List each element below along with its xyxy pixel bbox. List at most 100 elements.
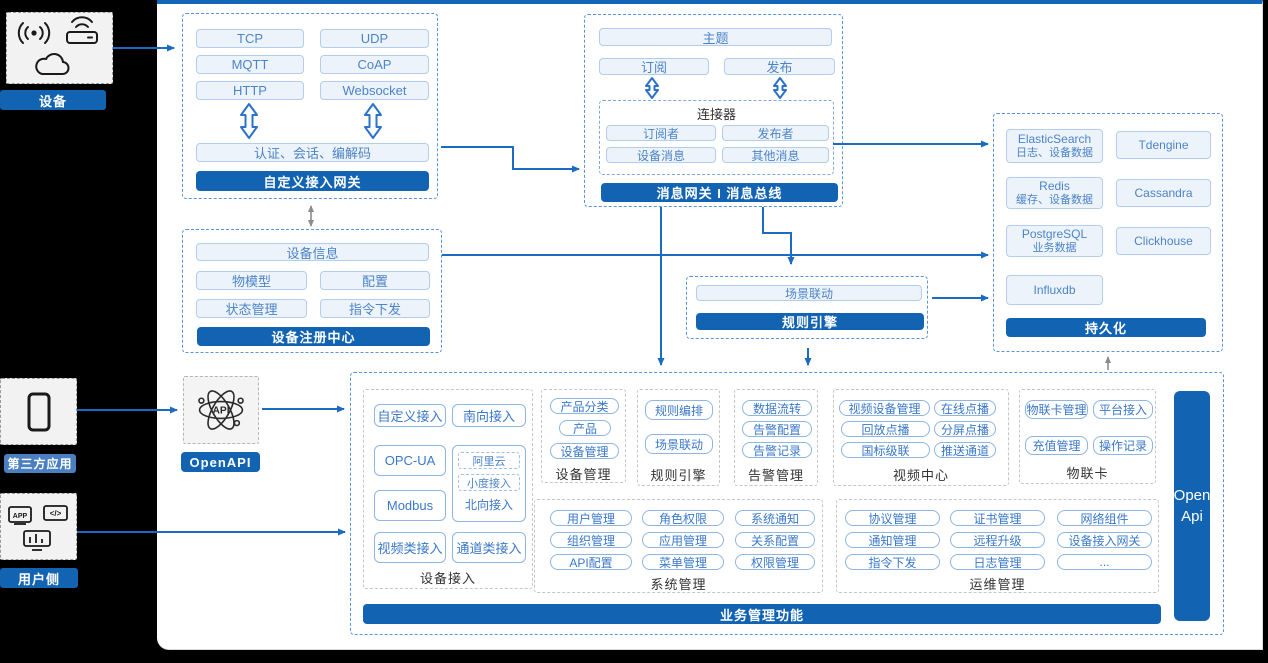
group-alarm-label: 告警管理	[747, 468, 804, 483]
group-video: 视频设备管理 在线点播 回放点播 分屏点播 国标级联 推送通道 视频中心	[833, 389, 1009, 486]
group-rule-engine: 规则编排 场景联动 规则引擎	[637, 389, 720, 486]
persistence-title-bar: 持久化	[1006, 318, 1206, 337]
device-icons-box	[6, 12, 113, 84]
business-container: 自定义接入 南向接入 OPC-UA 阿里云 小度接入 北向接入 Modbus 视…	[350, 372, 1224, 635]
dm-device-mgmt: 设备管理	[550, 443, 619, 459]
sys-perm-mgmt: 权限管理	[735, 554, 815, 570]
publisher-box: 发布者	[722, 125, 829, 141]
app-window-icon	[7, 505, 32, 523]
chart-monitor-icon	[22, 529, 51, 547]
device-label: 设备	[0, 90, 106, 110]
config-box: 配置	[320, 271, 430, 290]
video-online-play: 在线点播	[934, 400, 996, 416]
access-opcua: OPC-UA	[374, 445, 446, 476]
user-side-icons: APP </>	[7, 504, 68, 551]
device-registry-container: 设备信息 物模型 配置 状态管理 指令下发 设备注册中心	[182, 229, 442, 353]
openapi-icon-box: API	[183, 376, 259, 444]
auth-session-codec-box: 认证、会话、编解码	[196, 143, 429, 162]
group-device-access-label: 设备接入	[419, 571, 476, 586]
access-northbound-label: 北向接入	[464, 498, 513, 512]
third-party-label: 第三方应用	[4, 454, 76, 473]
other-message-box: 其他消息	[722, 147, 829, 163]
group-system: 用户管理 角色权限 系统通知 组织管理 应用管理 关系配置 API配置 菜单管理…	[534, 499, 823, 593]
sys-user-mgmt: 用户管理	[550, 510, 632, 526]
cloud-icon	[34, 53, 69, 75]
alarm-config: 告警配置	[742, 421, 812, 437]
iot-card-mgmt: 物联卡管理	[1025, 400, 1088, 419]
protocol-mqtt: MQTT	[196, 55, 304, 74]
group-iot-card-label: 物联卡	[1066, 466, 1109, 481]
router-icon	[65, 31, 98, 44]
re-orchestration: 规则编排	[645, 400, 713, 420]
ops-log-mgmt: 日志管理	[950, 554, 1045, 570]
store-influxdb: Influxdb	[1006, 275, 1103, 305]
openapi-label: OpenAPI	[181, 452, 260, 472]
group-system-label: 系统管理	[650, 577, 707, 592]
scene-linkage-box: 场景联动	[696, 285, 922, 301]
svg-text:API: API	[212, 406, 229, 417]
rule-engine-container: 场景联动 规则引擎	[686, 276, 928, 339]
access-southbound: 南向接入	[452, 404, 526, 427]
protocol-udp: UDP	[320, 29, 429, 48]
group-alarm: 数据流转 告警配置 告警记录 告警管理	[734, 389, 818, 486]
group-rule-engine-label: 规则引擎	[650, 468, 707, 483]
video-gb-cascade: 国标级联	[841, 442, 930, 458]
protocol-websocket: Websocket	[320, 81, 429, 100]
ops-remote-upgrade: 远程升级	[950, 532, 1045, 548]
state-mgmt-box: 状态管理	[196, 299, 307, 318]
thing-model-box: 物模型	[196, 271, 307, 290]
access-video: 视频类接入	[374, 532, 446, 563]
code-window-icon	[42, 504, 68, 521]
access-channel: 通道类接入	[452, 532, 526, 563]
iot-recharge-mgmt: 充值管理	[1025, 436, 1088, 455]
topic-box: 主题	[599, 28, 832, 46]
message-bus-container: 主题 订阅 发布 连接器 订阅者 发布者 设备消息 其他消息 消息网关 I 消息…	[584, 14, 843, 207]
device-registry-title-bar: 设备注册中心	[197, 327, 430, 346]
command-dispatch-box: 指令下发	[320, 299, 430, 318]
ops-more: ...	[1057, 554, 1152, 570]
store-tdengine: Tdengine	[1116, 131, 1211, 159]
sys-notice: 系统通知	[735, 510, 815, 526]
re-scene-linkage: 场景联动	[645, 434, 713, 454]
access-aliyun: 阿里云	[458, 452, 520, 469]
publish-box: 发布	[724, 58, 835, 75]
group-video-label: 视频中心	[892, 468, 949, 483]
connector-title: 连接器	[696, 107, 736, 122]
phone-icon	[27, 392, 50, 431]
group-device-mgmt: 产品分类 产品 设备管理 设备管理	[541, 389, 626, 483]
dm-product: 产品	[559, 420, 611, 436]
device-info-box: 设备信息	[196, 243, 429, 261]
ops-notify-mgmt: 通知管理	[845, 532, 940, 548]
subscriber-box: 订阅者	[606, 125, 716, 141]
store-elasticsearch: ElasticSearch 日志、设备数据	[1006, 129, 1103, 163]
sys-app-mgmt: 应用管理	[642, 532, 724, 548]
openapi-atom-icon: API	[198, 390, 244, 430]
store-cassandra: Cassandra	[1116, 179, 1211, 207]
group-iot-card: 物联卡管理 平台接入 充值管理 操作记录 物联卡	[1019, 389, 1156, 484]
iot-operation-log: 操作记录	[1093, 436, 1153, 455]
sys-menu-mgmt: 菜单管理	[642, 554, 724, 570]
ops-cert-mgmt: 证书管理	[950, 510, 1045, 526]
svg-text:</>: </>	[49, 509, 61, 518]
open-api-bar: Open Api	[1174, 391, 1210, 621]
custom-gateway-title-bar: 自定义接入网关	[196, 171, 429, 191]
video-device-mgmt: 视频设备管理	[839, 400, 930, 416]
ops-network-component: 网络组件	[1057, 510, 1152, 526]
persistence-container: ElasticSearch 日志、设备数据 Tdengine Redis 缓存、…	[993, 113, 1223, 352]
sys-org-mgmt: 组织管理	[550, 532, 632, 548]
custom-gateway-container: TCP UDP MQTT CoAP HTTP Websocket 认证、会话、编…	[182, 13, 438, 199]
access-custom: 自定义接入	[374, 404, 446, 427]
user-side-icons-box: APP </>	[0, 493, 77, 560]
business-title-bar: 业务管理功能	[363, 604, 1161, 624]
device-message-box: 设备消息	[606, 147, 716, 163]
store-clickhouse: Clickhouse	[1116, 227, 1211, 255]
protocol-http: HTTP	[196, 81, 304, 100]
third-party-icons-box	[0, 378, 77, 445]
svg-text:APP: APP	[12, 513, 27, 520]
alarm-dataflow: 数据流转	[742, 400, 812, 416]
video-splitscreen: 分屏点播	[934, 421, 996, 437]
ops-access-gateway: 设备接入网关	[1057, 532, 1152, 548]
device-icons	[17, 16, 98, 75]
ops-protocol-mgmt: 协议管理	[845, 510, 940, 526]
connector-box: 连接器 订阅者 发布者 设备消息 其他消息	[599, 100, 834, 175]
